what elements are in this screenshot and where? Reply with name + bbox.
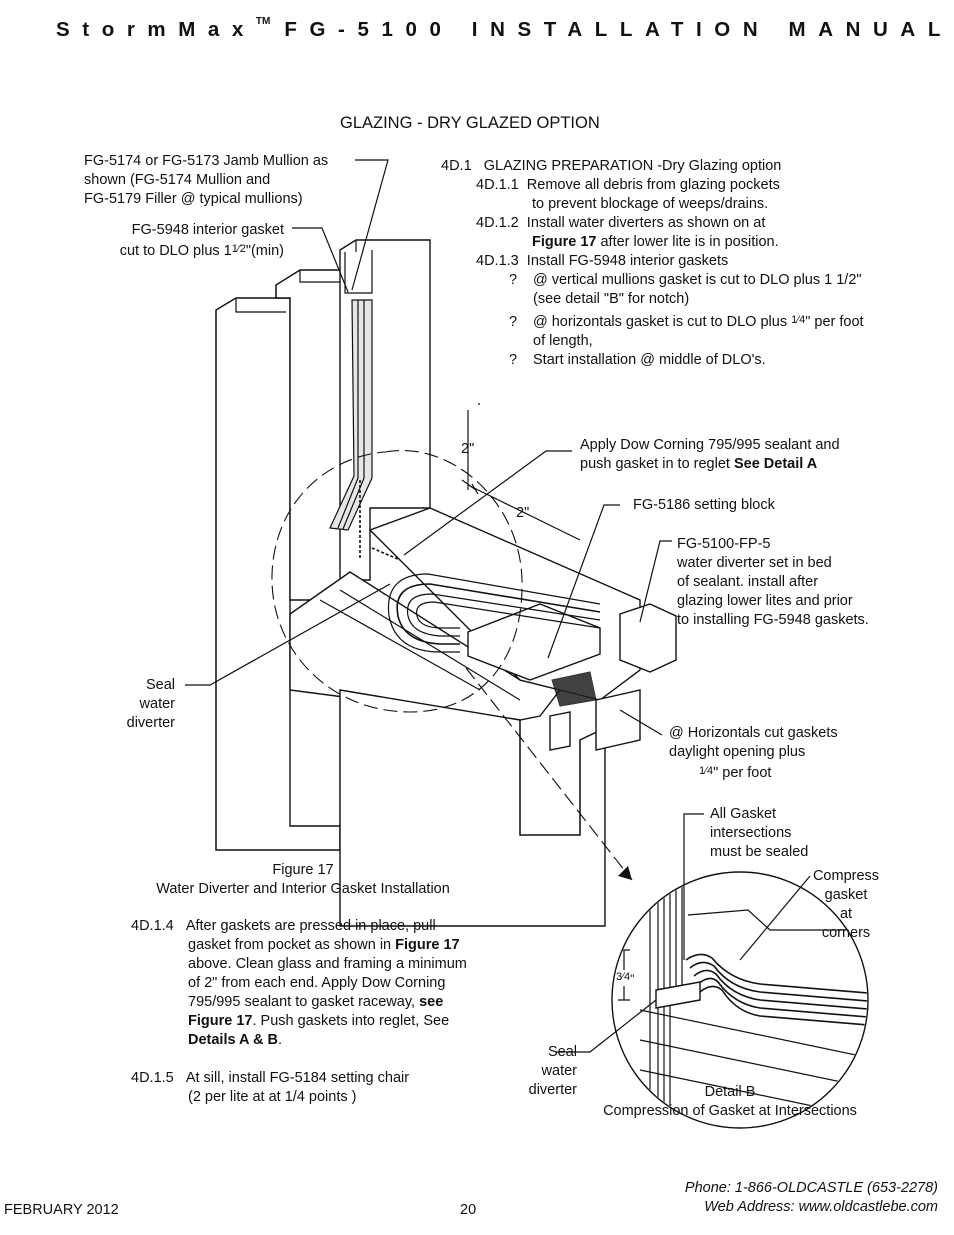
- step-4d12-b: after lower lite is in position.: [596, 234, 779, 250]
- callout-seal-diverter-b: Seal water diverter: [528, 1044, 577, 1098]
- leader-gasket: [292, 227, 349, 293]
- detail-b-label: Detail B: [704, 1084, 756, 1100]
- step-4d13: Install FG-5948 interior gaskets: [526, 253, 729, 269]
- dim-2-horizontal: 2": [516, 505, 530, 521]
- leader-jamb: [351, 159, 389, 291]
- vertical-gasket: [329, 299, 373, 531]
- bullet-1: ?: [509, 272, 518, 288]
- section-title: GLAZING - DRY GLAZED OPTION: [340, 114, 600, 132]
- trademark: TM: [255, 16, 271, 27]
- callout-dow-corning: Apply Dow Corning 795/995 sealant and pu…: [580, 437, 840, 472]
- step-4d11-b: to prevent blockage of weeps/drains.: [532, 196, 769, 212]
- callout-interior-gasket: FG-5948 interior gasket cut to DLO plus …: [96, 221, 284, 261]
- bullet-1-note: (see detail "B" for notch): [533, 291, 690, 307]
- manual-title: FG-5100 INSTALLATION MANUAL: [284, 18, 953, 41]
- step-4d1: GLAZING PREPARATION -Dry Glazing option: [483, 158, 782, 174]
- callout-setting-block: FG-5186 setting block: [633, 497, 775, 513]
- leader-horizontals: [619, 709, 663, 736]
- leader-diverter: [639, 540, 672, 623]
- page-number: 20: [460, 1202, 477, 1218]
- callout-compress: Compress gasket at corners: [812, 868, 880, 941]
- footer-date: FEBRUARY 2012: [4, 1202, 119, 1218]
- detail-b-caption: Detail B Compression of Gasket at Inters…: [590, 1083, 870, 1121]
- left-mullion: [215, 297, 341, 851]
- brand-name: StormMax: [56, 18, 256, 41]
- jamb-line-3: FG-5179 Filler @ typical mullions): [84, 191, 303, 207]
- jamb-line-2: shown (FG-5174 Mullion and: [84, 172, 271, 188]
- detail-b-text: Compression of Gasket at Intersections: [603, 1103, 857, 1119]
- callout-diverter-fp5: FG-5100-FP-5 water diverter set in bed o…: [677, 536, 869, 628]
- footer-web: Web Address: www.oldcastlebe.com: [704, 1199, 938, 1215]
- gasket-line-1: FG-5948 interior gasket: [131, 222, 284, 238]
- bullet-3: ?: [509, 352, 518, 368]
- figure-17-caption: Figure 17 Water Diverter and Interior Ga…: [140, 861, 466, 899]
- footer-phone: Phone: 1-866-OLDCASTLE (653-2278): [684, 1180, 938, 1196]
- gasket-line-2: cut to DLO plus 11⁄2"(min): [119, 243, 284, 259]
- water-diverter: [619, 603, 677, 673]
- step-4d12-a: Install water diverters as shown on at: [526, 215, 766, 231]
- detail-circle: [271, 450, 523, 713]
- procedure-block: 4D.1 GLAZING PREPARATION -Dry Glazing op…: [441, 158, 864, 368]
- dim-2-vertical: 2": [461, 441, 475, 457]
- u-gasket: [396, 583, 601, 645]
- bullet-2: ?: [509, 314, 518, 330]
- manual-header: StormMaxTM FG-5100 INSTALLATION MANUAL: [56, 16, 953, 42]
- leader-sealant: [403, 450, 572, 556]
- leader-seal: [185, 583, 391, 686]
- callout-horizontals: @ Horizontals cut gaskets daylight openi…: [669, 725, 838, 781]
- jamb-line-1: FG-5174 or FG-5173 Jamb Mullion as: [84, 153, 329, 169]
- step-4d14: 4D.1.4 After gaskets are pressed in plac…: [131, 918, 467, 1048]
- figure-17-label: Figure 17: [272, 862, 334, 878]
- leader-block: [547, 504, 620, 659]
- figure-17-text: Water Diverter and Interior Gasket Insta…: [156, 881, 450, 897]
- footer-contact: Phone: 1-866-OLDCASTLE (653-2278) Web Ad…: [600, 1179, 938, 1217]
- step-4d11-a: Remove all debris from glazing pockets: [526, 177, 780, 193]
- callout-seal-diverter: Seal water diverter: [126, 677, 175, 731]
- dim-three-quarter: 3⁄4": [616, 970, 635, 986]
- callout-all-gasket: All Gasket intersections must be sealed: [710, 806, 809, 860]
- bullet-2-note: of length,: [533, 333, 593, 349]
- callout-jamb-mullion: FG-5174 or FG-5173 Jamb Mullion as shown…: [72, 152, 346, 209]
- step-4d15: 4D.1.5 At sill, install FG-5184 setting …: [131, 1070, 410, 1105]
